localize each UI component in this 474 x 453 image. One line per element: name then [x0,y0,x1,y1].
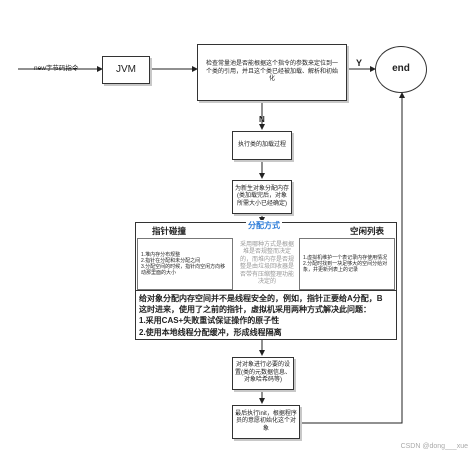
free-list-desc: 1.虚拟机维护一个表记录内存使用情况 2.分配时找到一块足够大的空间分给对象，并… [299,238,395,290]
check-constant-pool-box: 检查常量池是否能根据这个指令的参数来定位到一个类的引用，并且这个类已经被加载、解… [197,44,347,101]
start-label: new字节码指令 [34,65,79,72]
pointer-bump-title: 指针碰撞 [152,226,187,236]
safety-line-4: 2.使用本地线程分配缓冲，形成线程隔离 [139,327,282,337]
class-load-box: 执行类的加载过程 [232,131,292,160]
allocation-choice-desc: 采用哪种方式是根据堆是否规整而决定的，而堆内存是否规整是由垃圾回收器是否带有压缩… [238,238,296,290]
free-list-title: 空闲列表 [350,226,385,236]
thread-safety-box: 给对象分配内存空间并不是线程安全的，例如，指针正要给A分配，B 这时进来，使用了… [135,290,397,340]
object-setup-box: 对对象进行必要的设置(类的元数据信息、对象哈希码等) [232,357,294,390]
safety-line-2: 这时进来，使用了之前的指针，虚拟机采用两种方式解决此问题： [139,305,371,315]
jvm-box: JVM [102,56,150,84]
allocation-methods-title: 分配方式 [246,220,282,231]
safety-line-3: 1.采用CAS+失败重试保证操作的原子性 [139,316,280,326]
watermark: CSDN @dong___xue [400,443,468,450]
pointer-bump-desc: 1.堆内存分布规整 2.指针在分配和未分配之间 3.分配空间的时候，指针向空闲方… [137,238,233,290]
init-object-box: 最后执行init，根据程序员的意愿初始化这个对象 [232,405,300,439]
end-node: end [375,46,427,93]
no-label: N [259,115,265,124]
allocate-memory-box: 为新生对象分配内存(类加载完后，对象所需大小已经确定) [232,180,292,214]
safety-line-1: 给对象分配内存空间并不是线程安全的，例如，指针正要给A分配，B [139,294,383,303]
yes-label: Y [356,58,363,68]
arrow-init-to-end [300,92,405,424]
